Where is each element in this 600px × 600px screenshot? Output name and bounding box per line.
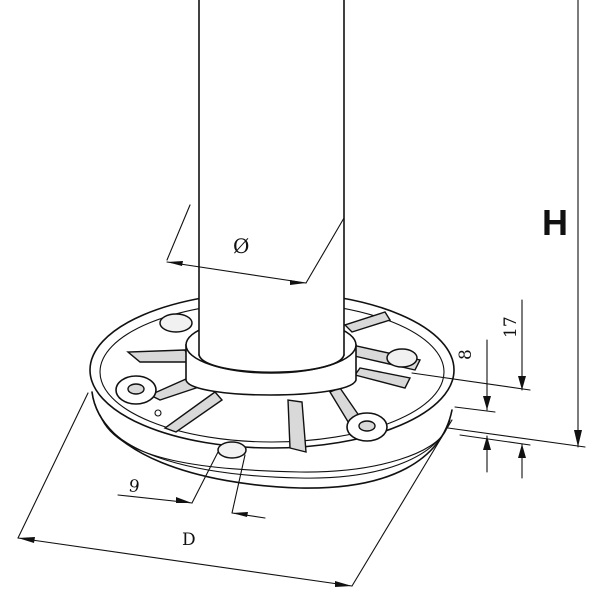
dim-D-extension-right	[351, 419, 453, 587]
dim-D-extension-left	[17, 392, 89, 539]
rib-right	[353, 367, 412, 389]
hole-boss-right-inner	[358, 420, 376, 432]
dim-9-arrow-right	[232, 512, 248, 517]
dimension-diameter: Ø	[166, 204, 345, 285]
mounting-holes	[115, 313, 418, 459]
height-extension-bottom	[447, 427, 586, 448]
dim-base-extension	[459, 434, 531, 446]
dim-17-arrow-bottom	[518, 444, 526, 458]
diameter-label: Ø	[233, 234, 249, 258]
diameter-extension-right	[305, 217, 345, 284]
dim-9-extension-left	[191, 451, 219, 504]
plate-rim-line-1	[94, 403, 451, 479]
plate-rim-line-2	[99, 414, 447, 473]
diameter-arrow-left	[167, 261, 183, 266]
dimension-height: H	[447, 0, 586, 448]
dim-D-arrow-left	[18, 537, 35, 543]
hole-top-left	[159, 313, 193, 333]
diameter-dimension-line	[166, 261, 307, 284]
dim-D-line	[17, 537, 353, 587]
height-arrow	[574, 430, 582, 447]
post-tube	[198, 0, 345, 374]
dim-8-arrow-top	[483, 396, 491, 410]
tube-body	[199, 0, 344, 355]
rib-left-top	[126, 349, 192, 363]
hole-right	[386, 348, 418, 368]
tube-base-curve	[198, 354, 345, 374]
dim-D-label: D	[182, 530, 196, 550]
dimension-thickness: 8 17	[411, 299, 531, 479]
hole-front	[217, 441, 247, 459]
dim-8-arrow-bottom	[483, 436, 491, 450]
dim-17-extension-top	[411, 372, 531, 391]
diameter-arrow-right	[290, 280, 306, 285]
dim-9-arrow-left	[176, 497, 192, 503]
dim-17-arrow-top	[518, 376, 526, 390]
pin-hole	[154, 409, 162, 417]
dim-8-label: 8	[456, 349, 476, 360]
rib-front	[287, 399, 307, 453]
dim-17-label: 17	[501, 316, 521, 338]
dim-D-arrow-right	[335, 581, 352, 587]
dim-9-label: 9	[127, 476, 141, 497]
height-label: H	[542, 202, 568, 243]
hole-boss-left-inner	[127, 383, 145, 395]
rib-right-top	[343, 311, 392, 333]
rib-left-bottom	[163, 391, 224, 433]
dimension-hole: 9	[117, 451, 266, 519]
dimension-plate-diameter: D	[17, 392, 453, 587]
dim-8-extension	[454, 406, 496, 413]
diameter-extension-left	[166, 204, 191, 261]
dim-9-extension-right	[231, 454, 246, 514]
